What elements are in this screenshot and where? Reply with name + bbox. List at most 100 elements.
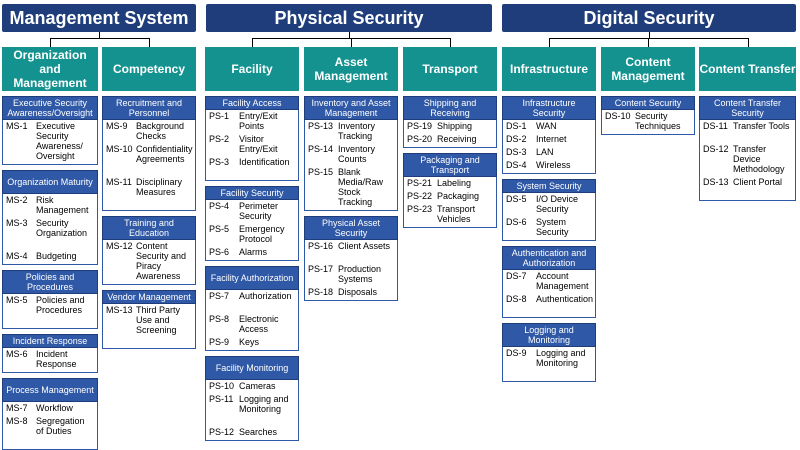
item-code: PS-20 bbox=[407, 134, 433, 144]
item-label: LAN bbox=[536, 147, 554, 157]
item-label: Transport Vehicles bbox=[437, 204, 476, 224]
category-box: Competency bbox=[102, 47, 196, 91]
item-code: PS-16 bbox=[308, 241, 334, 251]
item-label: Client Assets bbox=[338, 241, 391, 251]
connector-line bbox=[648, 38, 649, 47]
connector-line bbox=[149, 38, 150, 47]
item-code: MS-4 bbox=[6, 251, 28, 261]
item-code: DS-7 bbox=[506, 271, 527, 281]
connector-line bbox=[50, 38, 51, 47]
connector-line bbox=[99, 32, 100, 38]
item-label: Entry/Exit Points bbox=[239, 111, 278, 131]
item-label: Third Party Use and Screening bbox=[136, 305, 181, 335]
item-code: MS-10 bbox=[106, 144, 133, 154]
item-label: Confidentiality Agreements bbox=[136, 144, 193, 164]
group-title: Training and Education bbox=[102, 216, 196, 240]
group-title: Facility Monitoring bbox=[205, 356, 299, 380]
item-label: Budgeting bbox=[36, 251, 77, 261]
item-code: DS-13 bbox=[703, 177, 729, 187]
item-label: Security Techniques bbox=[635, 111, 681, 131]
item-label: Blank Media/Raw Stock Tracking bbox=[338, 167, 384, 207]
item-label: Logging and Monitoring bbox=[239, 394, 289, 414]
connector-line bbox=[549, 38, 550, 47]
item-code: PS-7 bbox=[209, 291, 230, 301]
group-title: Facility Access bbox=[205, 96, 299, 110]
item-code: MS-7 bbox=[6, 403, 28, 413]
item-label: Transfer Device Methodology bbox=[733, 144, 785, 174]
connector-line bbox=[649, 32, 650, 38]
group-title: Packaging and Transport bbox=[403, 153, 497, 177]
item-label: Segregation of Duties bbox=[36, 416, 85, 436]
group-title: Facility Security bbox=[205, 186, 299, 200]
connector-line bbox=[351, 38, 352, 47]
list-item: PS-10 Cameras bbox=[206, 380, 298, 393]
list-item: PS-16 Client Assets bbox=[305, 240, 397, 263]
item-label: Internet bbox=[536, 134, 567, 144]
item-code: PS-4 bbox=[209, 201, 230, 211]
item-code: MS-12 bbox=[106, 241, 133, 251]
category-box: Facility bbox=[205, 47, 299, 91]
list-item: PS-11 Logging and Monitoring bbox=[206, 393, 298, 426]
item-label: Content Security and Piracy Awareness bbox=[136, 241, 187, 281]
group-title: System Security bbox=[502, 179, 596, 193]
connector-line bbox=[252, 38, 253, 47]
item-code: PS-2 bbox=[209, 134, 230, 144]
item-code: PS-22 bbox=[407, 191, 433, 201]
item-label: Identification bbox=[239, 157, 290, 167]
item-code: DS-4 bbox=[506, 160, 527, 170]
list-item: MS-7 Workflow bbox=[3, 402, 97, 415]
item-code: PS-10 bbox=[209, 381, 235, 391]
item-label: Workflow bbox=[36, 403, 73, 413]
list-item: DS-7 Account Management bbox=[503, 270, 595, 293]
item-code: DS-1 bbox=[506, 121, 527, 131]
item-code: DS-8 bbox=[506, 294, 527, 304]
item-code: DS-10 bbox=[605, 111, 631, 121]
group-items: DS-10 Security Techniques bbox=[601, 110, 695, 135]
item-code: DS-6 bbox=[506, 217, 527, 227]
item-label: Emergency Protocol bbox=[239, 224, 285, 244]
group-title: Inventory and Asset Management bbox=[304, 96, 398, 120]
section-header: Physical Security bbox=[206, 4, 492, 32]
item-label: Disciplinary Measures bbox=[136, 177, 183, 197]
item-label: Packaging bbox=[437, 191, 480, 201]
item-label: Cameras bbox=[239, 381, 276, 391]
item-label: Wireless bbox=[536, 160, 571, 170]
list-item: DS-10 Security Techniques bbox=[602, 110, 694, 133]
item-label: Executive Security Awareness/ Oversight bbox=[36, 121, 83, 161]
item-label: Policies and Procedures bbox=[36, 295, 85, 315]
item-label: Background Checks bbox=[136, 121, 185, 141]
item-code: PS-11 bbox=[209, 394, 234, 404]
group-title: Process Management bbox=[2, 378, 98, 402]
item-label: Incident Response bbox=[36, 349, 77, 369]
item-label: Logging and Monitoring bbox=[536, 348, 586, 368]
category-box: Organization and Management bbox=[2, 47, 98, 91]
item-label: Account Management bbox=[536, 271, 589, 291]
